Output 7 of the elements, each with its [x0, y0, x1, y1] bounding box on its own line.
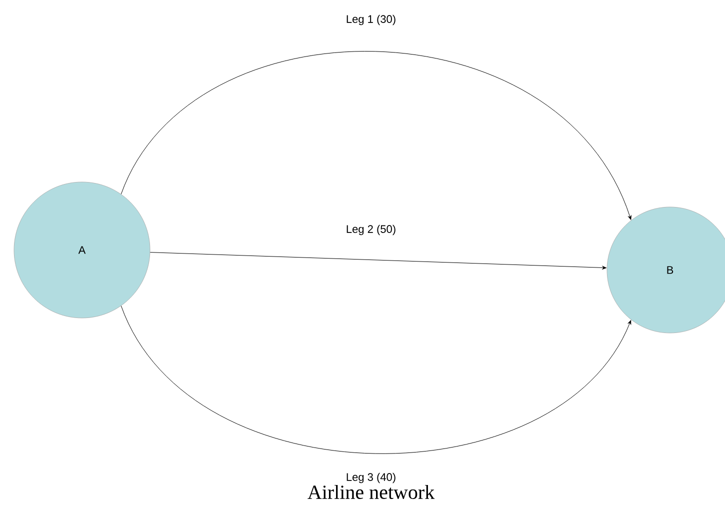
edge-label: Leg 2 (50) — [344, 224, 398, 236]
edge-label: Leg 3 (40) — [344, 472, 398, 484]
arrow — [120, 306, 632, 454]
arrow — [120, 51, 632, 220]
arrow — [150, 252, 606, 270]
edge-label: Leg 1 (30) — [344, 14, 398, 26]
caption: Airline network — [308, 484, 435, 500]
